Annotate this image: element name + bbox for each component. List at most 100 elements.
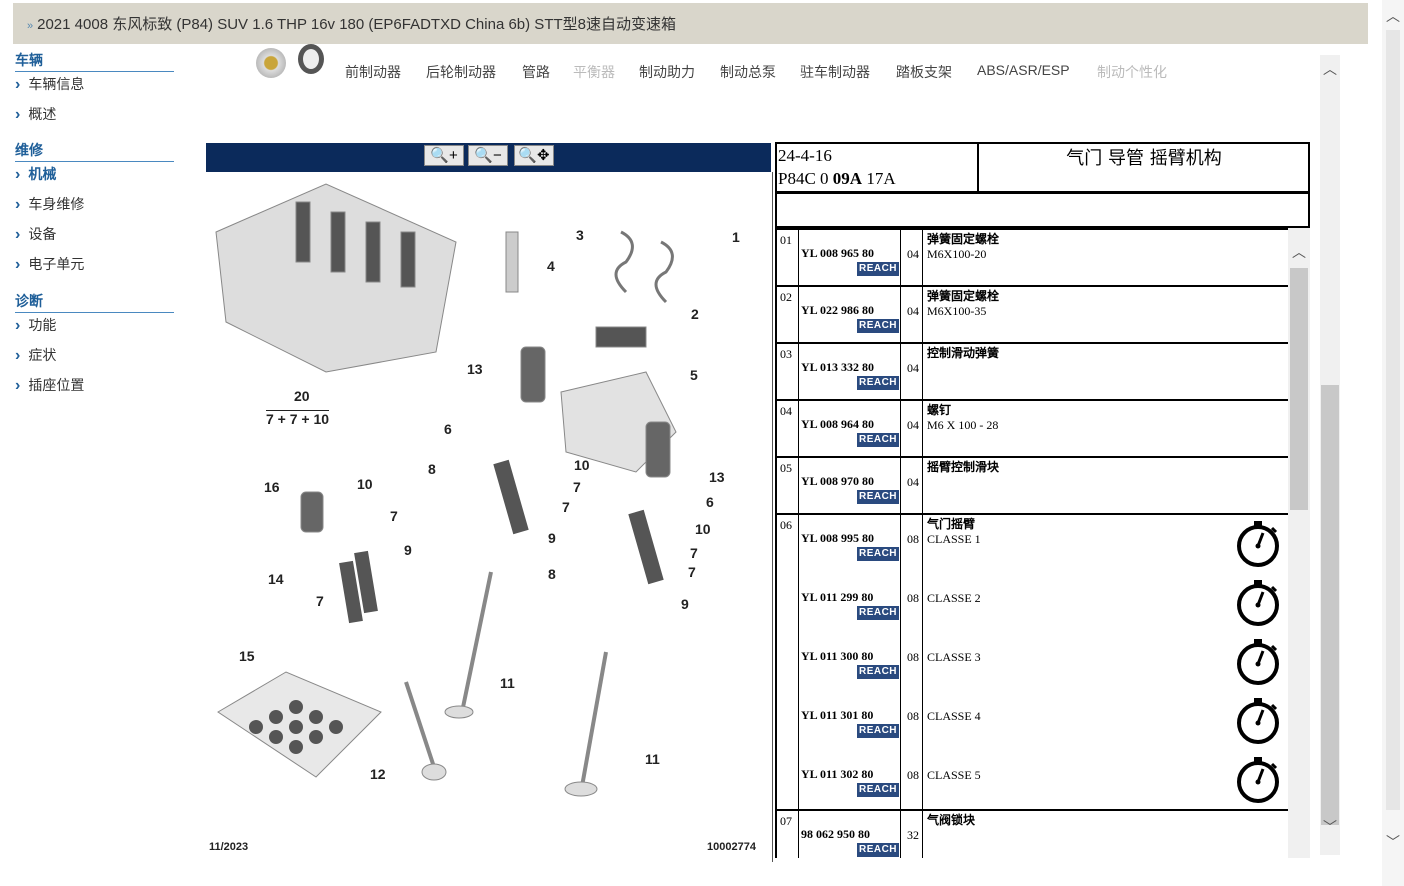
nav-tab[interactable]: 制动个性化 [1097, 64, 1167, 80]
scroll-down-icon[interactable]: ﹀ [1323, 819, 1337, 835]
table-scrollbar[interactable]: ︿ [1288, 228, 1310, 858]
callout-label[interactable]: 3 [576, 227, 584, 243]
callout-label[interactable]: 6 [706, 494, 714, 510]
part-number[interactable]: YL 022 986 80 [801, 303, 875, 317]
callout-label[interactable]: 13 [467, 361, 483, 377]
nav-tab[interactable]: 平衡器 [573, 64, 615, 80]
callout-label[interactable]: 9 [681, 596, 689, 612]
callout-label[interactable]: 7 [573, 479, 581, 495]
sidebar-item[interactable]: 车辆信息 [15, 74, 84, 94]
callout-label[interactable]: 11 [500, 675, 515, 691]
nav-tab[interactable]: 管路 [522, 64, 550, 80]
nav-tab[interactable]: 制动总泵 [720, 64, 776, 80]
part-number[interactable]: YL 011 301 80 [801, 708, 874, 722]
scroll-thumb[interactable] [1321, 385, 1339, 825]
reach-badge[interactable]: REACH [857, 262, 899, 276]
reach-badge[interactable]: REACH [857, 376, 899, 390]
part-number[interactable]: YL 008 970 80 [801, 474, 875, 488]
scroll-thumb[interactable] [1290, 268, 1308, 510]
scroll-up-icon[interactable]: ︿ [1386, 8, 1400, 24]
zoom-out-button[interactable]: 🔍− [468, 145, 508, 166]
qty-cell [901, 230, 923, 285]
outer-scrollbar[interactable]: ︿ ﹀ [1320, 55, 1340, 855]
scroll-up-icon[interactable]: ︿ [1323, 61, 1337, 77]
callout-label[interactable]: 9 [548, 530, 556, 546]
part-name: 弹簧固定螺栓 [927, 289, 1000, 303]
callout-label[interactable]: 6 [444, 421, 452, 437]
sidebar-item[interactable]: 机械 [15, 164, 56, 184]
callout-label[interactable]: 5 [690, 367, 698, 383]
callout-label[interactable]: 7 [562, 499, 570, 515]
part-number[interactable]: YL 011 302 80 [801, 767, 874, 781]
part-number[interactable]: YL 008 964 80 [801, 417, 875, 431]
callout-label[interactable]: 10 [695, 521, 711, 537]
nav-tab[interactable]: 制动助力 [639, 64, 695, 80]
nav-tab[interactable]: 后轮制动器 [426, 64, 496, 80]
reach-badge[interactable]: REACH [857, 547, 899, 561]
nav-tab[interactable]: 踏板支架 [896, 64, 952, 80]
page-scrollbar[interactable]: ︿ ﹀ [1382, 0, 1404, 886]
drum-brake-icon[interactable] [298, 44, 324, 74]
sidebar-item[interactable]: 插座位置 [15, 375, 84, 395]
zoom-pan-button[interactable]: 🔍✥ [514, 145, 554, 166]
sidebar-item[interactable]: 功能 [15, 315, 56, 335]
nav-tab[interactable]: ABS/ASR/ESP [977, 62, 1070, 78]
callout-label[interactable]: 14 [268, 571, 284, 587]
callout-label[interactable]: 2 [691, 306, 699, 322]
callout-label[interactable]: 7 [690, 545, 698, 561]
quantity: 04 [907, 304, 919, 318]
reach-badge[interactable]: REACH [857, 783, 899, 797]
scroll-up-icon[interactable]: ︿ [1292, 244, 1306, 260]
callout-label[interactable]: 8 [548, 566, 556, 582]
reach-badge[interactable]: REACH [857, 490, 899, 504]
callout-label[interactable]: 8 [428, 461, 436, 477]
callout-label[interactable]: 12 [370, 766, 386, 782]
diagram-toolbar: 🔍+ 🔍− 🔍✥ [206, 143, 771, 172]
callout-label[interactable]: 13 [709, 469, 725, 485]
reach-badge[interactable]: REACH [857, 724, 899, 738]
reach-badge[interactable]: REACH [857, 606, 899, 620]
callout-label[interactable]: 10 [357, 476, 373, 492]
sidebar-item[interactable]: 电子单元 [15, 254, 84, 274]
callout-label[interactable]: 7 [688, 564, 696, 580]
vehicle-title-bar: »2021 4008 东风标致 (P84) SUV 1.6 THP 16v 18… [13, 3, 1368, 44]
sidebar-item[interactable]: 设备 [15, 224, 56, 244]
callout-label[interactable]: 1 [732, 229, 740, 245]
callout-label[interactable]: 7 [316, 593, 324, 609]
brake-disc-icon[interactable] [256, 48, 286, 78]
part-number[interactable]: YL 013 332 80 [801, 360, 875, 374]
callout-label[interactable]: 7 [390, 508, 398, 524]
reach-badge[interactable]: REACH [857, 665, 899, 679]
sidebar-item[interactable]: 车身维修 [15, 194, 84, 214]
nav-tab[interactable]: 前制动器 [345, 64, 401, 80]
scroll-thumb[interactable] [1386, 30, 1400, 810]
callout-label[interactable]: 11 [645, 751, 660, 767]
part-number[interactable]: YL 011 299 80 [801, 590, 874, 604]
callout-label[interactable]: 15 [239, 648, 255, 664]
reach-badge[interactable]: REACH [857, 319, 899, 333]
reach-badge[interactable]: REACH [857, 843, 899, 857]
quantity: 08 [907, 768, 919, 782]
part-number[interactable]: YL 011 300 80 [801, 649, 874, 663]
part-number[interactable]: YL 008 995 80 [801, 531, 875, 545]
callout-label[interactable]: 9 [404, 542, 412, 558]
sidebar-item[interactable]: 症状 [15, 345, 56, 365]
scroll-down-icon[interactable]: ﹀ [1386, 834, 1400, 850]
callout-label[interactable]: 16 [264, 479, 280, 495]
part-number[interactable]: YL 008 965 80 [801, 246, 875, 260]
callout-label[interactable]: 4 [547, 258, 555, 274]
sidebar-item[interactable]: 概述 [15, 104, 56, 124]
reach-badge[interactable]: REACH [857, 433, 899, 447]
zoom-in-button[interactable]: 🔍+ [424, 145, 464, 166]
part-number[interactable]: 98 062 950 80 [801, 827, 870, 841]
nav-tab[interactable]: 驻车制动器 [800, 64, 870, 80]
callout-label[interactable]: 10 [574, 457, 590, 473]
